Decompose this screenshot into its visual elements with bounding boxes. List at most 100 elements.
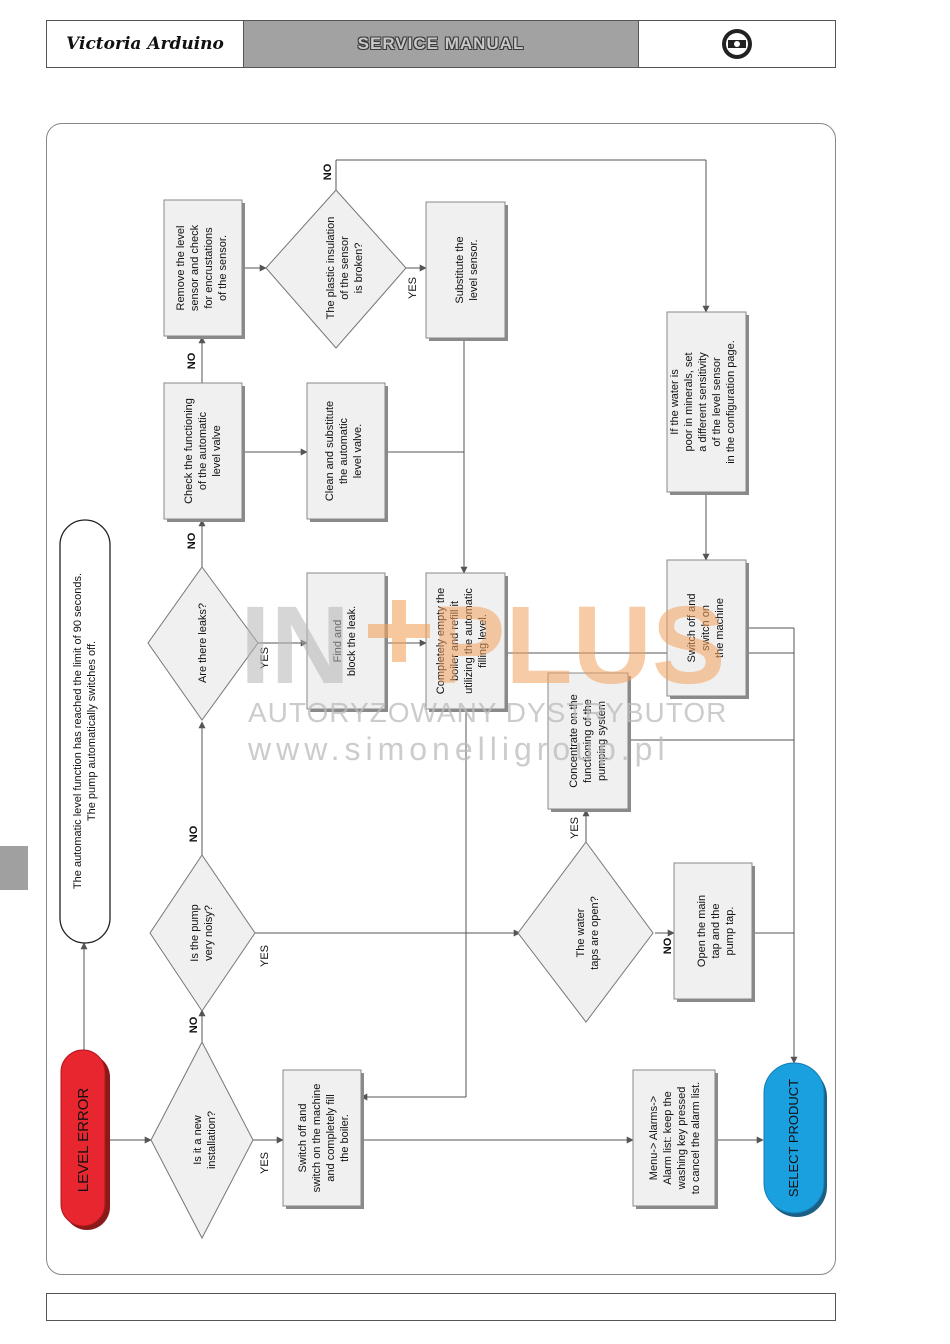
svg-text:If the water is: If the water is xyxy=(669,369,681,435)
svg-text:of the sensor.: of the sensor. xyxy=(217,235,229,301)
svg-text:for encrustations: for encrustations xyxy=(203,227,215,309)
box-substitute-sensor: Substitute the level sensor. xyxy=(425,201,508,341)
svg-text:Check the functioning: Check the functioning xyxy=(183,398,195,504)
box-fill-boiler: Switch off and switch on the machine and… xyxy=(282,1069,364,1209)
box-pumping-system: Concentrate on the functioning of the pu… xyxy=(547,672,631,812)
yes-label: YES xyxy=(569,817,581,839)
svg-text:installation?: installation? xyxy=(206,1111,218,1169)
yes-label: YES xyxy=(259,647,271,669)
svg-text:taps are open?: taps are open? xyxy=(589,896,601,969)
svg-text:Open the main: Open the main xyxy=(696,895,708,967)
svg-text:functioning of the: functioning of the xyxy=(582,699,594,783)
svg-text:sensor and check: sensor and check xyxy=(189,224,201,311)
svg-text:tap and the: tap and the xyxy=(710,903,722,958)
svg-text:switch on the machine: switch on the machine xyxy=(311,1084,323,1193)
yes-label: YES xyxy=(407,277,419,299)
decision-new-installation: Is it a new installation? xyxy=(150,1040,254,1240)
svg-text:the automatic: the automatic xyxy=(338,417,350,484)
svg-text:is broken?: is broken? xyxy=(353,243,365,294)
no-label: NO xyxy=(662,937,674,954)
decision-leaks: Are there leaks? xyxy=(147,566,259,721)
box-find-leak: Find and block the leak. xyxy=(306,572,388,712)
box-poor-minerals: If the water is poor in minerals, set a … xyxy=(666,311,749,495)
svg-text:Clean and substitute: Clean and substitute xyxy=(324,401,336,501)
no-label: NO xyxy=(186,352,198,369)
note-line-2: The pump automatically switches off. xyxy=(86,641,98,821)
flowchart-frame xyxy=(46,123,836,1275)
svg-text:Remove the level: Remove the level xyxy=(175,226,187,311)
svg-text:The plastic insulation: The plastic insulation xyxy=(325,217,337,320)
svg-text:a different sensitivity: a different sensitivity xyxy=(697,352,709,452)
decision-pump-noisy: Is the pump very noisy? xyxy=(149,854,256,1012)
yes-label: YES xyxy=(259,945,271,967)
watermark-plus-icon xyxy=(368,600,430,662)
watermark-brand-right: PLUS xyxy=(432,584,725,707)
note-line-1: The automatic level function has reached… xyxy=(72,573,84,889)
branch-labels: YES NO YES NO NO YES YES NO NO YES NO xyxy=(186,163,674,1174)
svg-text:of the automatic: of the automatic xyxy=(197,411,209,490)
watermark-url: www.simonelligroup.pl xyxy=(247,731,670,767)
svg-text:Completely empty the: Completely empty the xyxy=(435,588,447,694)
svg-text:of the level sensor: of the level sensor xyxy=(711,357,723,447)
svg-text:washing key pressed: washing key pressed xyxy=(676,1087,688,1191)
svg-text:The water: The water xyxy=(575,908,587,957)
svg-text:Is the pump: Is the pump xyxy=(189,904,201,961)
svg-text:level valve.: level valve. xyxy=(352,424,364,478)
svg-text:in the configuration page.: in the configuration page. xyxy=(725,340,737,464)
watermark: IN PLUS AUTORYZOWANY DYSTRYBUTOR www.sim… xyxy=(240,584,727,767)
select-product-terminal: SELECT PRODUCT xyxy=(763,1062,827,1217)
svg-text:utilizing the automatic: utilizing the automatic xyxy=(463,588,475,694)
svg-text:Concentrate on the: Concentrate on the xyxy=(568,694,580,788)
watermark-distributor: AUTORYZOWANY DYSTRYBUTOR xyxy=(248,697,727,728)
header-title: SERVICE MANUAL xyxy=(244,21,638,67)
brand-seal xyxy=(638,21,835,67)
level-error-terminal: LEVEL ERROR xyxy=(60,1049,110,1230)
box-remove-sensor: Remove the level sensor and check for en… xyxy=(163,199,245,339)
svg-text:Is it a new: Is it a new xyxy=(192,1115,204,1165)
svg-text:filling level.: filling level. xyxy=(477,614,489,668)
svg-text:Menu-> Alarms->: Menu-> Alarms-> xyxy=(648,1096,660,1180)
level-error-label: LEVEL ERROR xyxy=(75,1088,92,1193)
svg-text:Substitute the: Substitute the xyxy=(454,236,466,303)
svg-text:level sensor.: level sensor. xyxy=(468,239,480,300)
svg-text:to cancel the alarm list.: to cancel the alarm list. xyxy=(690,1082,702,1195)
svg-text:the boiler.: the boiler. xyxy=(339,1114,351,1162)
box-clean-valve: Clean and substitute the automatic level… xyxy=(306,382,388,522)
no-label: NO xyxy=(322,163,334,180)
box-open-taps: Open the main tap and the pump tap. xyxy=(673,862,755,1002)
svg-text:poor in minerals, set: poor in minerals, set xyxy=(683,352,695,451)
svg-text:of the sensor: of the sensor xyxy=(339,236,351,300)
svg-text:Switch off and: Switch off and xyxy=(297,1104,309,1173)
svg-text:Find and: Find and xyxy=(332,620,344,663)
svg-text:Alarm list: keep the: Alarm list: keep the xyxy=(662,1091,674,1185)
box-switch-off-on: Switch off and switch on the machine xyxy=(666,559,749,699)
no-label: NO xyxy=(188,825,200,842)
page-footer xyxy=(46,1293,836,1321)
watermark-brand-left: IN xyxy=(240,584,350,707)
svg-text:Switch off and: Switch off and xyxy=(686,594,698,663)
select-product-label: SELECT PRODUCT xyxy=(786,1079,801,1197)
decision-taps-open: The water taps are open? xyxy=(517,841,654,1023)
svg-text:and completely fill: and completely fill xyxy=(325,1094,337,1181)
svg-text:Are there leaks?: Are there leaks? xyxy=(197,603,209,683)
svg-text:pumping system: pumping system xyxy=(596,701,608,781)
svg-text:very noisy?: very noisy? xyxy=(203,905,215,961)
note-ellipse: The automatic level function has reached… xyxy=(59,519,111,944)
connectors xyxy=(80,159,798,1144)
no-label: NO xyxy=(188,1016,200,1033)
svg-text:level valve: level valve xyxy=(211,425,223,476)
svg-text:boiler and refill it: boiler and refill it xyxy=(449,601,461,681)
page-header: Victoria Arduino SERVICE MANUAL xyxy=(46,20,836,68)
box-empty-refill: Completely empty the boiler and refill i… xyxy=(425,572,508,712)
box-menu-alarms: Menu-> Alarms-> Alarm list: keep the was… xyxy=(632,1069,718,1209)
side-tab xyxy=(0,846,28,890)
svg-text:block the leak.: block the leak. xyxy=(346,606,358,676)
svg-text:the machine: the machine xyxy=(714,598,726,658)
svg-text:pump tap.: pump tap. xyxy=(724,907,736,956)
seal-icon xyxy=(722,29,752,59)
box-check-valve: Check the functioning of the automatic l… xyxy=(163,382,245,522)
victoria-arduino-logo: Victoria Arduino xyxy=(47,21,244,67)
decision-insulation-broken: The plastic insulation of the sensor is … xyxy=(265,189,407,349)
svg-text:switch on: switch on xyxy=(700,605,712,651)
